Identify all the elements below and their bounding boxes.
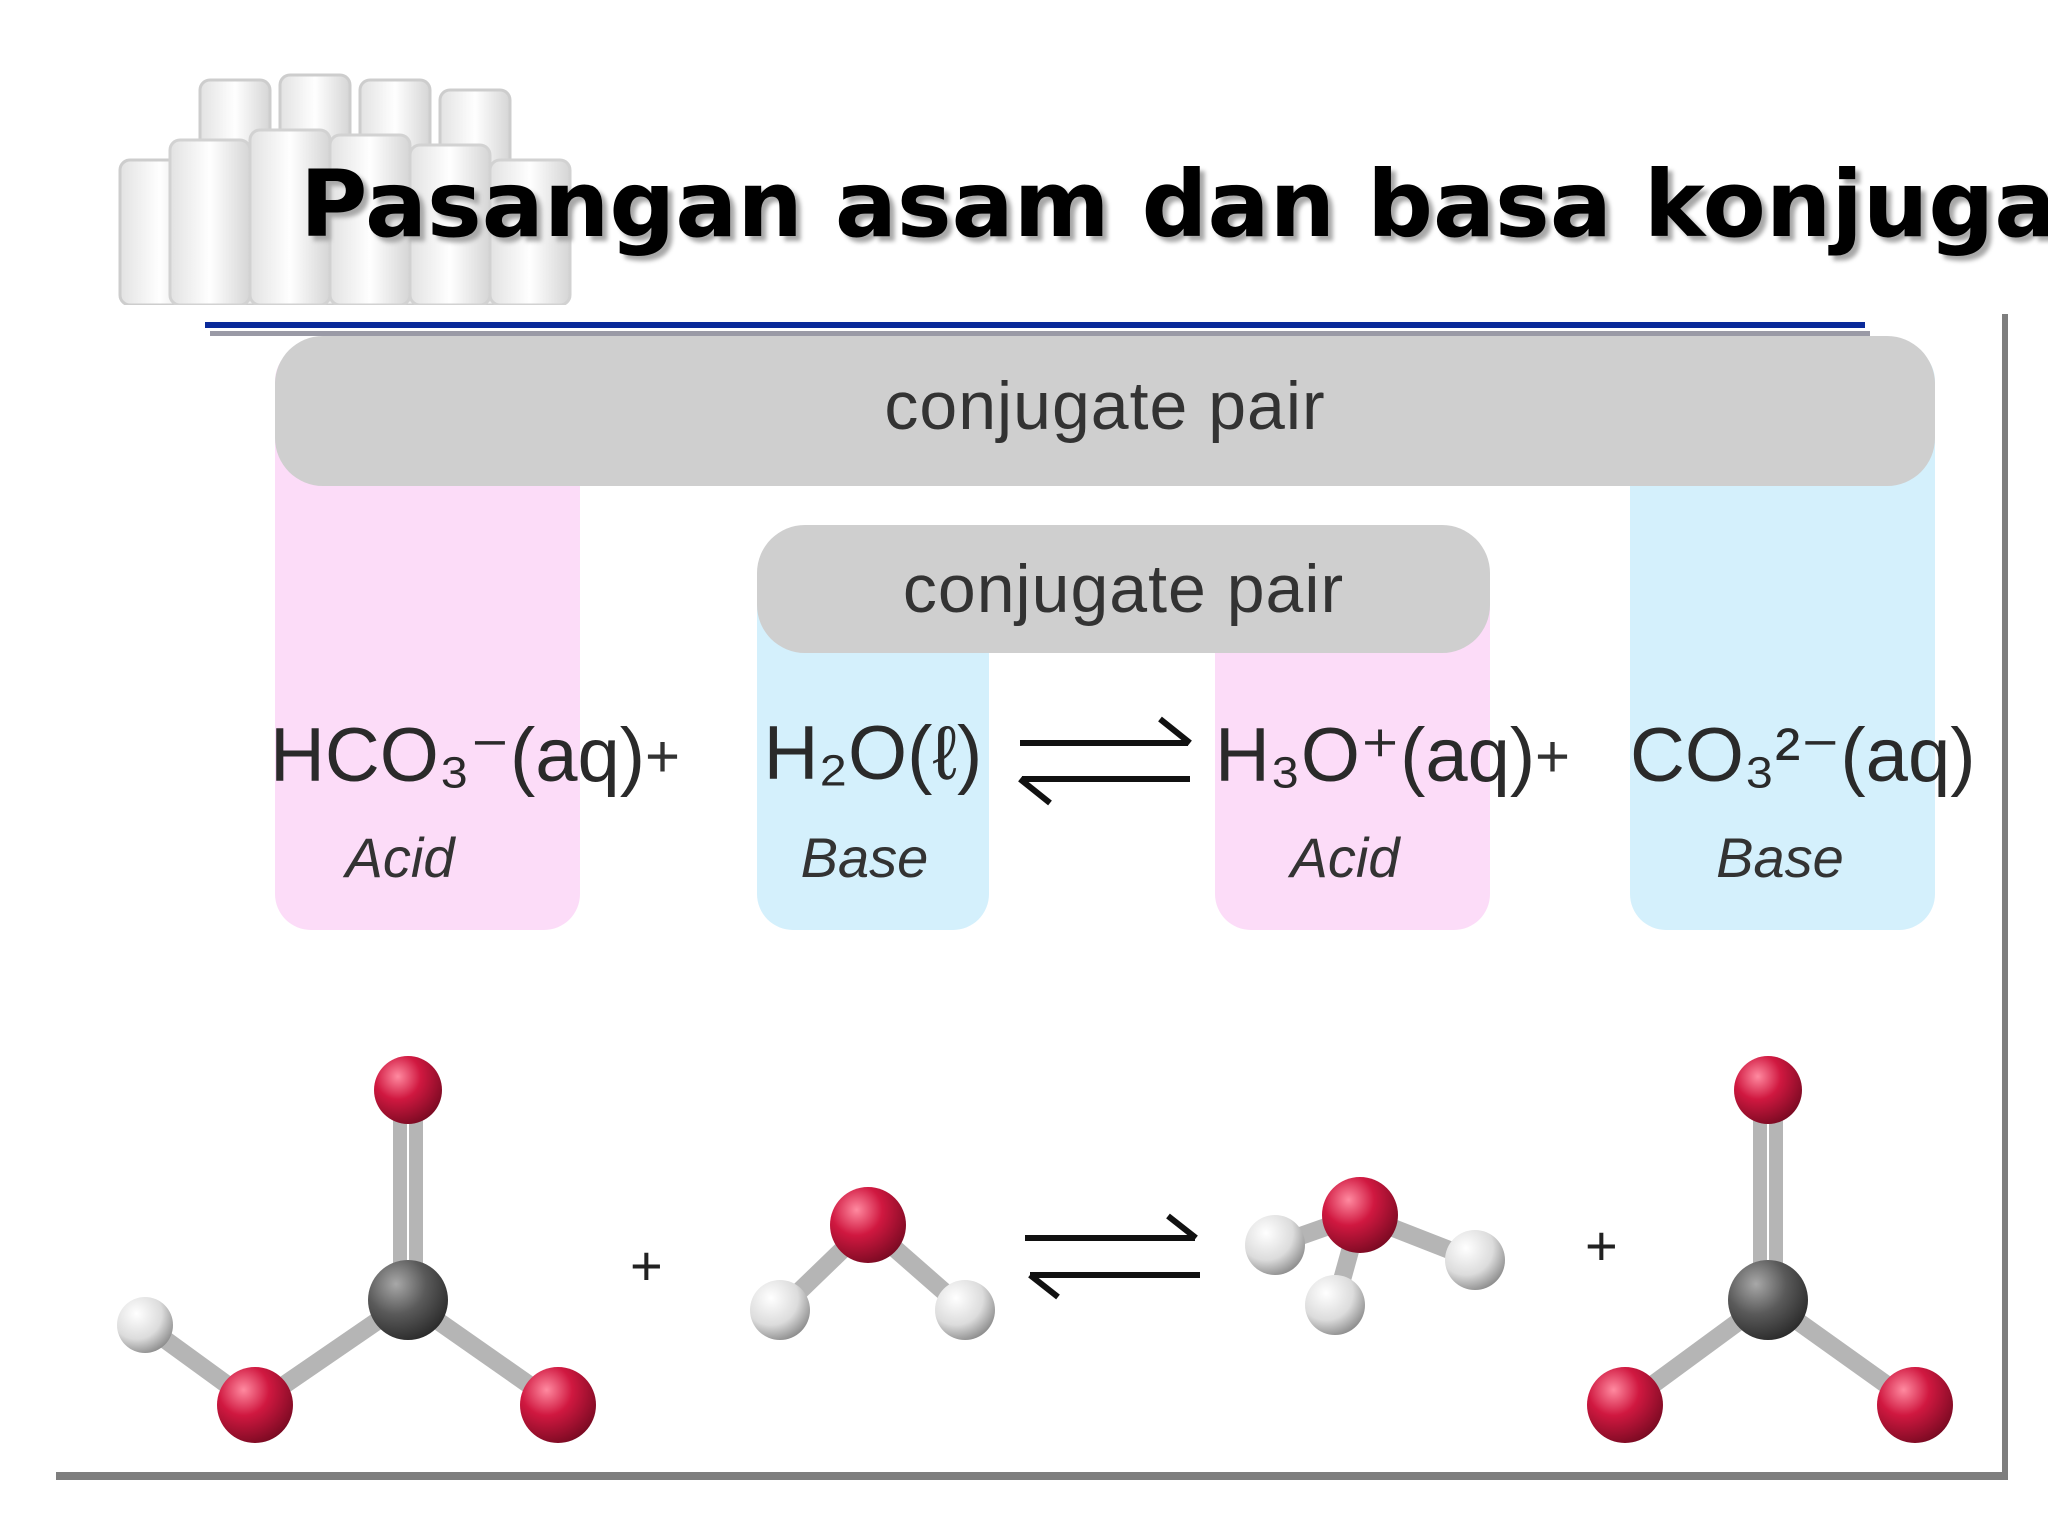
molecule-plus-2: + — [1585, 1214, 1618, 1277]
molecule-plus-1: + — [630, 1234, 663, 1297]
model-equilibrium-arrow-icon — [1025, 1213, 1200, 1300]
outer-conjugate-pair-bar: conjugate pair — [275, 336, 1935, 486]
role-base-1: Base — [800, 826, 929, 889]
species-h2o: H₂O(ℓ) — [763, 711, 983, 796]
hydronium-molecule — [1245, 1177, 1505, 1335]
glassware-image — [118, 73, 572, 305]
bicarbonate-molecule — [117, 1056, 596, 1443]
role-acid-1: Acid — [345, 826, 455, 889]
carbonate-molecule — [1587, 1056, 1953, 1443]
molecule-models: + + — [117, 1056, 1953, 1443]
slide-title: Pasangan asam dan basa konjugasi — [300, 151, 2048, 258]
role-acid-2: Acid — [1290, 826, 1400, 889]
title-rule — [205, 322, 1865, 328]
species-co3: CO₃²⁻(aq) — [1630, 713, 1976, 798]
title-rule-shadow — [210, 331, 1870, 336]
inner-conjugate-pair-label: conjugate pair — [902, 551, 1345, 627]
water-molecule — [750, 1187, 995, 1340]
equilibrium-arrow-icon — [1018, 716, 1192, 806]
inner-conjugate-pair-bar: conjugate pair — [757, 525, 1490, 653]
species-h3o: H₃O⁺(aq) — [1215, 713, 1536, 798]
frame-bottom-border — [56, 1472, 2008, 1480]
plus-sign-2: + — [1535, 723, 1571, 790]
outer-conjugate-pair-label: conjugate pair — [884, 368, 1326, 444]
plus-sign-1: + — [645, 723, 681, 790]
frame-right-border — [2002, 314, 2008, 1480]
species-hco3: HCO₃⁻(aq) — [270, 713, 646, 798]
role-base-2: Base — [1716, 826, 1844, 889]
